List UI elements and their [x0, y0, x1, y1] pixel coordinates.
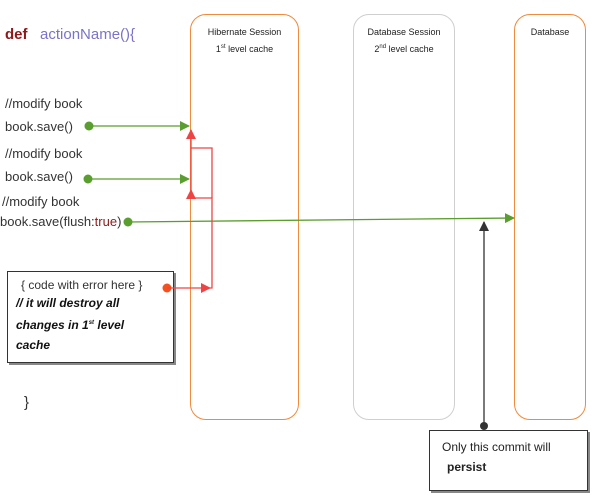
- callout-line1: Only this commit will: [442, 440, 551, 454]
- save-arrow-2: [83, 174, 190, 184]
- database-title-text: Database: [530, 27, 570, 37]
- error-box-line2: // it will destroy all: [16, 296, 120, 310]
- database-lane: Database: [514, 14, 586, 420]
- flush-save-arrow: [123, 213, 515, 227]
- error-box-line4: cache: [16, 338, 51, 352]
- function-name: actionName(){: [40, 26, 136, 43]
- database-session-sub-num: 2: [374, 44, 380, 54]
- block1-call: book.save(): [5, 119, 73, 134]
- block3-call-prefix: book.save(flush:: [0, 214, 95, 229]
- database-session-title: Database Session 2nd level cache: [354, 25, 454, 57]
- commit-callout-box: Only this commit will persist: [429, 430, 588, 491]
- hibernate-subtitle: 1st level cache: [191, 40, 298, 57]
- callout-line2: persist: [447, 460, 487, 474]
- hibernate-session-title: Hibernate Session 1st level cache: [191, 25, 298, 57]
- block2-call: book.save(): [5, 169, 73, 184]
- error-code-box: { code with error here } // it will dest…: [7, 271, 174, 363]
- hibernate-sub-sup: st: [220, 44, 226, 50]
- block2-comment: //modify book: [5, 146, 83, 161]
- block3-call-value: true: [94, 214, 118, 229]
- error-box-line1: { code with error here }: [21, 278, 143, 292]
- hibernate-title-text: Hibernate Session: [207, 27, 282, 37]
- database-session-title-text: Database Session: [367, 27, 441, 37]
- def-keyword: def: [5, 26, 28, 43]
- database-session-sub-sup: nd: [379, 44, 387, 50]
- hibernate-sub-rest: level cache: [225, 44, 274, 54]
- function-header: def actionName(){: [5, 26, 135, 43]
- hibernate-sub-num: 1: [215, 44, 221, 54]
- block1-comment: //modify book: [5, 96, 83, 111]
- error-box-line3-text: changes in 1: [16, 318, 89, 332]
- database-session-sub-rest: level cache: [386, 44, 434, 54]
- hibernate-session-lane: Hibernate Session 1st level cache: [190, 14, 299, 420]
- error-box-line3-end: level: [94, 318, 125, 332]
- error-box-line3: changes in 1st level: [16, 313, 173, 335]
- error-box-line3-sup: st: [88, 320, 95, 326]
- database-session-subtitle: 2nd level cache: [354, 40, 454, 57]
- block3-comment: //modify book: [2, 194, 80, 209]
- block3-call: book.save(flush:true): [0, 214, 121, 229]
- block3-call-suffix: ): [117, 214, 122, 229]
- commit-pointer-arrow: [479, 221, 489, 430]
- closing-brace: }: [24, 394, 30, 411]
- database-title: Database: [515, 25, 585, 40]
- save-arrow-1: [84, 121, 190, 131]
- database-session-lane: Database Session 2nd level cache: [353, 14, 455, 420]
